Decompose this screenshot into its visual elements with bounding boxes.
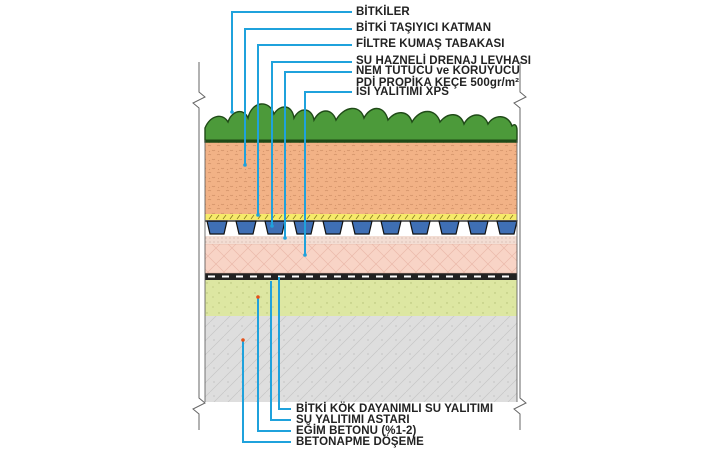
label-bitkiler: BİTKİLER: [356, 6, 410, 18]
membrane-layer: [205, 273, 517, 280]
leader-egim-betonu: [257, 297, 291, 432]
label-isi-yalitimi-xps: ISI YALITIMI XPS: [356, 86, 449, 98]
bottom-leader-lines: [242, 277, 291, 443]
top-leader-lines: [231, 11, 352, 255]
leader-bitki-tasiyici: [244, 28, 352, 165]
filter-fabric-layer: [205, 214, 517, 220]
label-su-yalitimi-astari: SU YALITIMI ASTARI: [296, 414, 410, 426]
leader-nem-tutucu: [284, 71, 352, 238]
leader-drenaj: [271, 61, 352, 226]
leader-astar: [270, 281, 291, 421]
bottom-leader-dots: [241, 295, 260, 342]
xps-layer: [204, 243, 518, 274]
top-leader-dots: [230, 110, 307, 257]
label-egim-betonu: EĞİM BETONU (%1-2): [296, 425, 417, 437]
vegetation: [204, 103, 518, 143]
slab-layer: [205, 316, 517, 402]
screed-layer: [205, 280, 517, 316]
label-bitki-tasiyici-katman: BİTKİ TAŞIYICI KATMAN: [356, 22, 492, 34]
felt-layer: [205, 236, 517, 244]
left-break-line: [192, 62, 206, 430]
label-su-hazneli-drenaj: SU HAZNELİ DRENAJ LEVHASI: [356, 55, 532, 67]
membrane-dashes: [208, 275, 509, 278]
leader-betonarme: [242, 340, 291, 443]
leader-filtre: [257, 44, 352, 215]
section-outline: [204, 140, 518, 402]
label-pdi-propika: PDİ PROPİKA KEÇE 500gr/m²: [356, 77, 520, 89]
leader-xps: [304, 91, 352, 255]
label-betonarme-doseme: BETONAPME DÖŞEME: [296, 436, 424, 448]
soil-layer: [205, 140, 517, 214]
right-break-line: [513, 62, 527, 430]
label-nem-tutucu: NEM TUTUCU ve KORUYUCU: [356, 65, 520, 77]
filter-fabric-ticks: [208, 214, 514, 220]
drainage-cups: [205, 220, 518, 235]
label-kok-dayanimli-su-yalitimi: BİTKİ KÖK DAYANIMLI SU YALITIMI: [296, 403, 494, 415]
leader-kok-dayanimli: [278, 277, 291, 410]
leader-bitkiler: [231, 11, 352, 112]
label-filtre-kumas: FİLTRE KUMAŞ TABAKASI: [356, 38, 505, 50]
